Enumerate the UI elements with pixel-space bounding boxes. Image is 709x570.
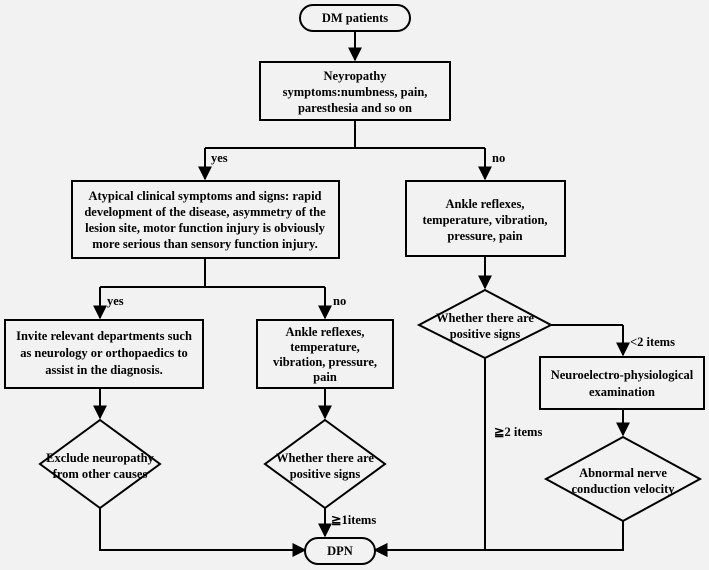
edge-label-ge1: ≧1items xyxy=(331,513,376,527)
end-label: DPN xyxy=(327,544,353,558)
edge-exclude-dpn xyxy=(99,508,307,557)
abnormal-line-1: Abnormal nerve xyxy=(579,466,667,480)
abnormal-line-2: conduction velocity xyxy=(571,482,675,496)
symptoms-line-3: paresthesia and so on xyxy=(298,101,412,115)
neuro-exam-box xyxy=(539,356,705,410)
ankle-right-box xyxy=(405,180,566,257)
edge-abnormal-dpn xyxy=(373,521,624,557)
invite-box xyxy=(4,319,204,389)
ankle-mid-line-3: vibration, pressure, xyxy=(273,355,377,369)
ankle-right-line-1: Ankle reflexes, xyxy=(446,197,525,211)
atypical-line-4: more serious than sensory function injur… xyxy=(92,237,317,251)
symptoms-line-1: Neyropathy xyxy=(324,69,388,83)
atypical-line-3: lesion site, motor function injury is ob… xyxy=(85,221,325,235)
exclude-decision xyxy=(38,418,162,510)
start-label: DM patients xyxy=(322,11,388,25)
atypical-line-2: development of the disease, asymmetry of… xyxy=(84,205,326,219)
ankle-right-line-3: pressure, pain xyxy=(447,229,522,243)
positive-right-line-2: positive signs xyxy=(450,327,521,341)
start-terminal xyxy=(299,4,411,32)
positive-right-line-1: Whether there are xyxy=(436,311,534,325)
edge-label-yes-top: yes xyxy=(211,151,228,165)
neuro-exam-line-1: Neuroelectro-physiological xyxy=(551,368,694,382)
atypical-box xyxy=(71,180,340,259)
exclude-line-1: Exclude neuropathy xyxy=(46,451,155,465)
positive-mid-line-1: Whether there are xyxy=(276,451,374,465)
ankle-mid-line-4: pain xyxy=(313,370,337,384)
edge-label-no-left: no xyxy=(333,294,346,308)
neuro-exam-line-2: examination xyxy=(589,385,655,399)
abnormal-decision xyxy=(543,435,703,523)
ankle-mid-line-2: temperature, xyxy=(290,340,360,354)
ankle-right-line-2: temperature, vibration, xyxy=(422,213,547,227)
edge-label-ge2: ≧2 items xyxy=(494,425,542,439)
edge-label-no-top: no xyxy=(492,151,505,165)
exclude-line-2: from other causes xyxy=(53,467,148,481)
edge-label-lt2: <2 items xyxy=(630,335,675,349)
positive-mid-decision xyxy=(263,418,387,510)
end-terminal xyxy=(304,537,376,565)
positive-right-decision xyxy=(416,288,554,360)
atypical-line-1: Atypical clinical symptoms and signs: ra… xyxy=(88,189,321,203)
invite-line-3: assist in the diagnosis. xyxy=(45,363,162,377)
ankle-mid-line-1: Ankle reflexes, xyxy=(286,325,365,339)
edge-label-yes-left: yes xyxy=(107,294,124,308)
ankle-mid-box xyxy=(256,319,394,389)
invite-line-2: as neurology or orthopaedics to xyxy=(20,346,188,360)
symptoms-line-2: symptoms:numbness, pain, xyxy=(283,85,428,99)
symptoms-box xyxy=(259,61,451,121)
positive-mid-line-2: positive signs xyxy=(290,467,361,481)
invite-line-1: Invite relevant departments such xyxy=(16,329,192,343)
